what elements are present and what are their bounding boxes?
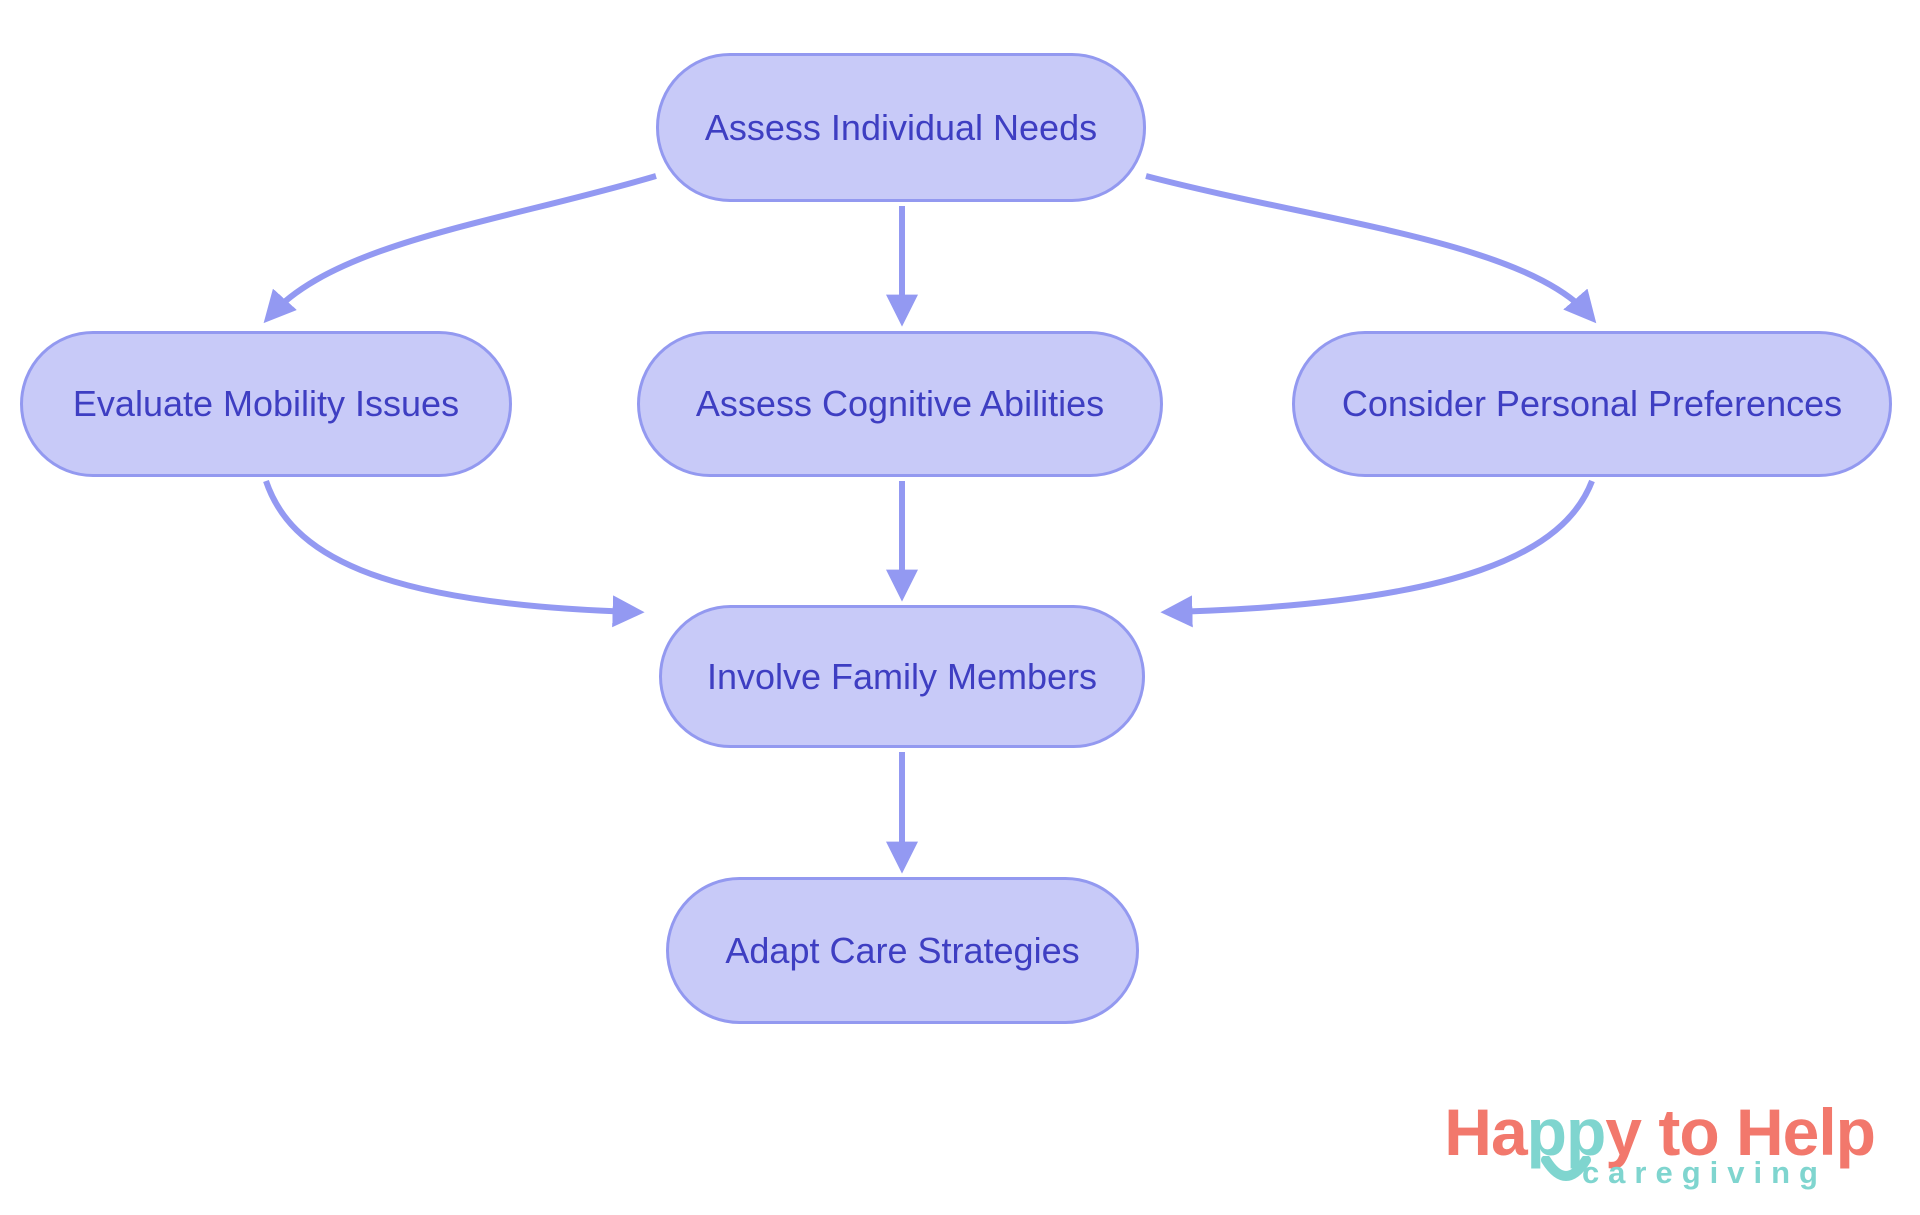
node-label: Involve Family Members xyxy=(706,655,1098,697)
node-assess-individual-needs: Assess Individual Needs xyxy=(656,53,1146,202)
node-consider-personal-preferences: Consider Personal Preferences xyxy=(1292,331,1892,477)
edge-mobility-to-family xyxy=(263,480,645,628)
logo-tagline: caregiving xyxy=(1581,1155,1827,1191)
node-label: Evaluate Mobility Issues xyxy=(72,383,460,425)
smile-icon xyxy=(1540,1156,1591,1181)
edge-preferences-to-family xyxy=(1160,479,1595,628)
edge-assess-to-preferences xyxy=(1145,173,1597,324)
node-adapt-care-strategies: Adapt Care Strategies xyxy=(666,877,1139,1024)
node-involve-family-members: Involve Family Members xyxy=(659,605,1145,748)
node-label: Assess Cognitive Abilities xyxy=(695,383,1105,425)
node-label: Consider Personal Preferences xyxy=(1341,383,1843,425)
node-label: Adapt Care Strategies xyxy=(725,929,1080,971)
logo-text-y-to-help: y to Help xyxy=(1605,1095,1876,1169)
edge-assess-to-mobility xyxy=(263,173,657,324)
logo-text-pp: pp xyxy=(1527,1097,1606,1181)
node-assess-cognitive-abilities: Assess Cognitive Abilities xyxy=(637,331,1163,477)
node-label: Assess Individual Needs xyxy=(704,106,1098,148)
logo-text-ha: Ha xyxy=(1444,1095,1527,1169)
node-evaluate-mobility-issues: Evaluate Mobility Issues xyxy=(20,331,512,477)
